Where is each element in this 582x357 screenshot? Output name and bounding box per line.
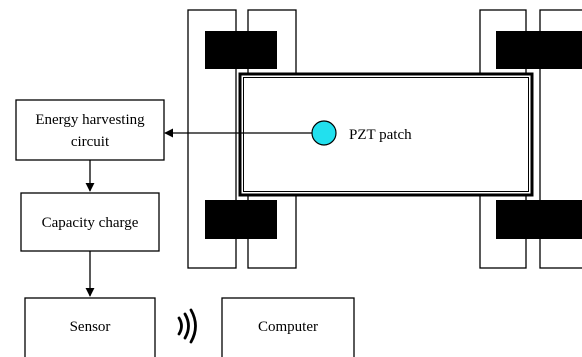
car-body-inner — [243, 77, 529, 192]
wireless-signal-icon — [177, 308, 197, 344]
pzt-patch-circle — [311, 120, 337, 146]
wheel-bottom-right — [496, 200, 582, 239]
pzt-patch-label: PZT patch — [349, 127, 412, 143]
wheel-top-left — [205, 31, 277, 69]
sensor-label: Sensor — [70, 319, 111, 335]
energy-harvesting-label-line2: circuit — [71, 134, 110, 150]
computer-box — [221, 297, 355, 357]
right-outer-frame — [539, 9, 582, 269]
computer-label: Computer — [258, 319, 318, 335]
wheel-bottom-left — [205, 200, 277, 239]
car-body — [238, 72, 534, 197]
sensor-box — [24, 297, 156, 357]
capacity-charge-label: Capacity charge — [42, 215, 139, 231]
left-outer-frame — [187, 9, 237, 269]
energy-harvesting-box — [15, 99, 165, 161]
energy-harvesting-label-line1: Energy harvesting — [35, 112, 145, 128]
wheel-top-right — [496, 31, 582, 69]
